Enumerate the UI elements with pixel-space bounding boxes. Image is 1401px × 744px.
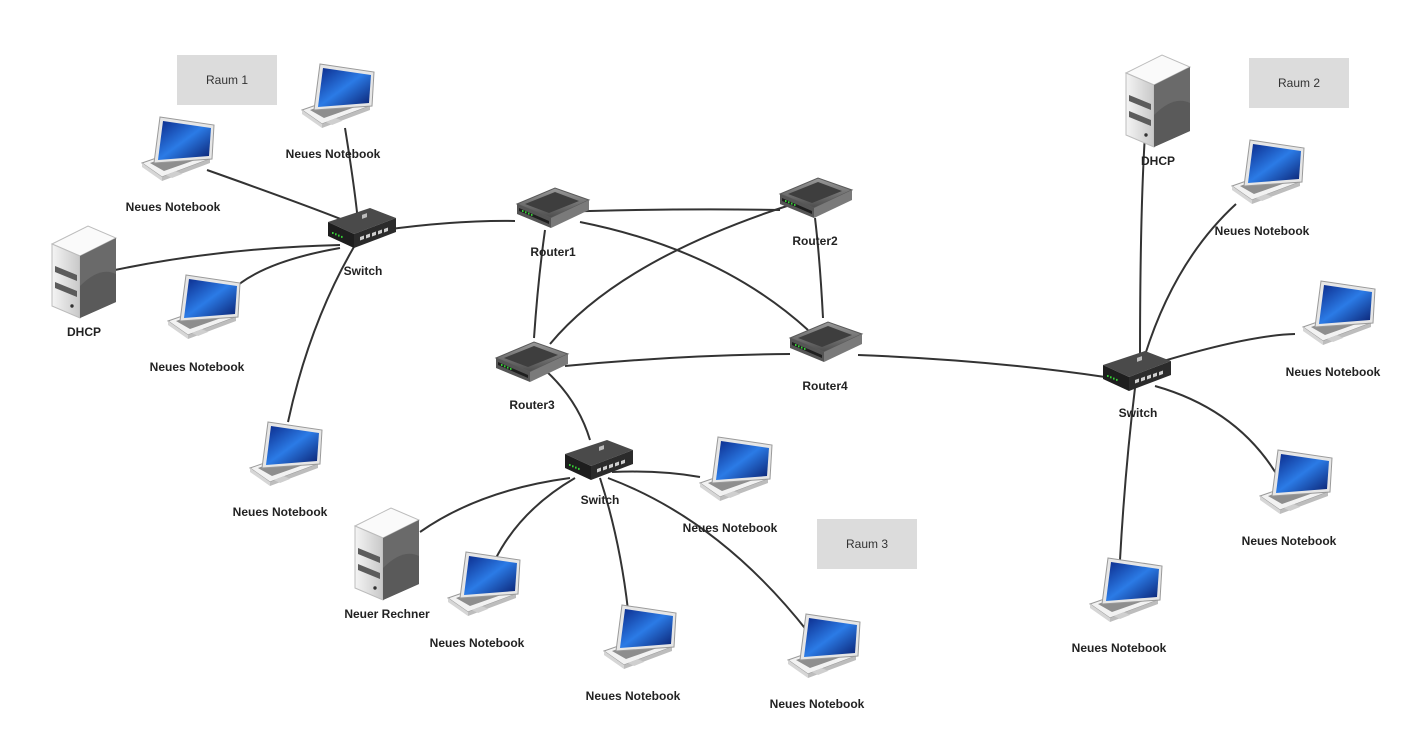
network-link [599,477,629,611]
laptop-icon [1089,557,1163,623]
room-label-raum-2: Raum 2 [1249,58,1349,108]
server-tower-icon [354,507,420,601]
server-label: DHCP [66,325,102,339]
server-tower-icon [51,225,117,319]
laptop-icon [603,604,677,670]
switch-label: Switch [580,493,620,507]
network-link [579,221,809,331]
network-link [611,470,701,478]
laptop-icon [167,274,241,340]
notebook-label: Neues Notebook [125,200,221,214]
network-link [857,354,1106,378]
network-link [549,204,791,345]
laptop-icon [301,63,375,129]
notebook-label: Neues Notebook [285,147,381,161]
router-icon [495,341,569,383]
laptop-icon [699,436,773,502]
notebook-label: Neues Notebook [1071,641,1167,655]
server-label: Neuer Rechner [344,607,430,621]
laptop-icon [447,551,521,617]
network-link [1144,203,1237,356]
notebook-label: Neues Notebook [682,521,778,535]
room-label-raum-3: Raum 3 [817,519,917,569]
network-link [607,477,809,633]
laptop-icon [141,116,215,182]
network-link [287,239,359,423]
router-icon [789,321,863,363]
network-link [206,169,359,227]
network-switch-icon [565,440,633,480]
network-link [1119,387,1136,561]
notebook-label: Neues Notebook [1285,365,1381,379]
switch-label: Switch [1118,406,1158,420]
router-label: Router2 [792,234,838,248]
network-link [494,477,576,561]
router-icon [516,187,590,229]
server-label: DHCP [1140,154,1176,168]
laptop-icon [1259,449,1333,515]
laptop-icon [249,421,323,487]
laptop-icon [787,613,861,679]
network-link [1159,333,1296,363]
notebook-label: Neues Notebook [149,360,245,374]
room-label-raum-1: Raum 1 [177,55,277,105]
notebook-label: Neues Notebook [232,505,328,519]
network-link [564,353,791,367]
network-link [544,369,591,441]
router-icon [779,177,853,219]
router-label: Router4 [802,379,848,393]
network-switch-icon [328,208,396,248]
router-label: Router3 [509,398,555,412]
network-link [1154,385,1281,481]
network-link [229,247,341,293]
notebook-label: Neues Notebook [429,636,525,650]
notebook-label: Neues Notebook [769,697,865,711]
notebook-label: Neues Notebook [1241,534,1337,548]
server-tower-icon [1125,54,1191,148]
notebook-label: Neues Notebook [585,689,681,703]
switch-label: Switch [343,264,383,278]
network-link [419,477,571,533]
laptop-icon [1231,139,1305,205]
notebook-label: Neues Notebook [1214,224,1310,238]
router-label: Router1 [530,245,576,259]
network-switch-icon [1103,351,1171,391]
network-link [114,244,341,271]
laptop-icon [1302,280,1376,346]
network-link [533,229,546,339]
network-link [344,127,359,223]
devices [51,54,1376,679]
network-link [814,217,824,319]
